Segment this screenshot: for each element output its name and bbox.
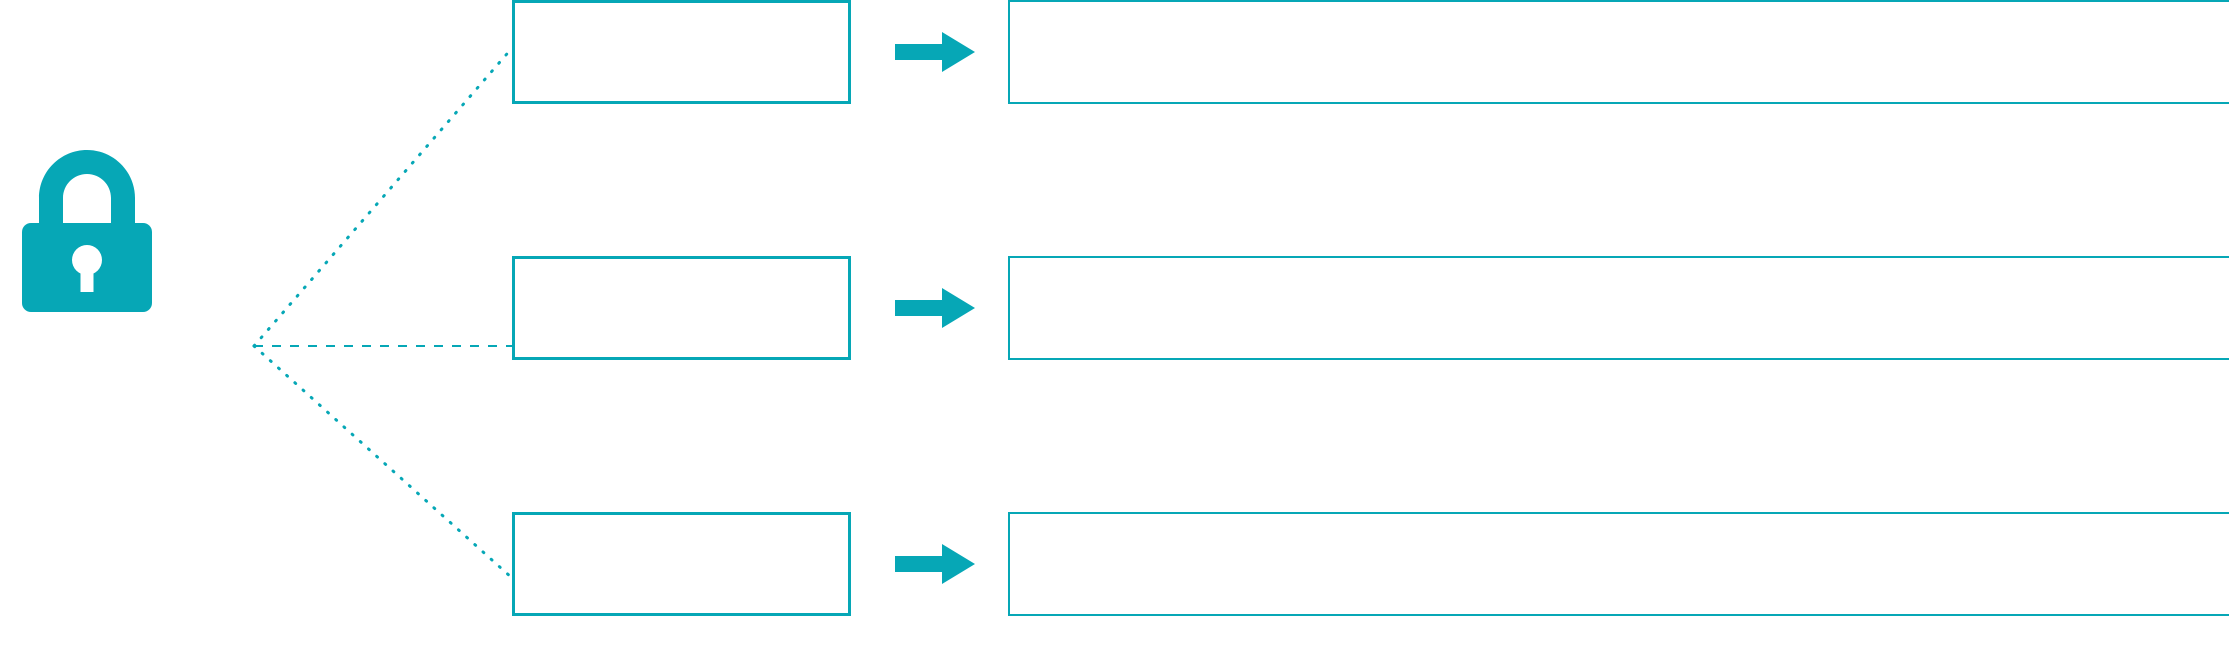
stage-box-3[interactable] <box>512 512 851 616</box>
flow-row <box>0 0 2229 144</box>
detail-box-2[interactable] <box>1008 256 2229 360</box>
arrow-right-icon-1 <box>895 32 975 72</box>
stage-box-2[interactable] <box>512 256 851 360</box>
detail-box-1[interactable] <box>1008 0 2229 104</box>
stage-box-1[interactable] <box>512 0 851 104</box>
arrow-right-icon-3 <box>895 544 975 584</box>
arrow-right-icon-2 <box>895 288 975 328</box>
detail-box-3[interactable] <box>1008 512 2229 616</box>
flow-row <box>0 256 2229 400</box>
padlock-icon <box>22 150 152 312</box>
flow-row <box>0 512 2229 655</box>
